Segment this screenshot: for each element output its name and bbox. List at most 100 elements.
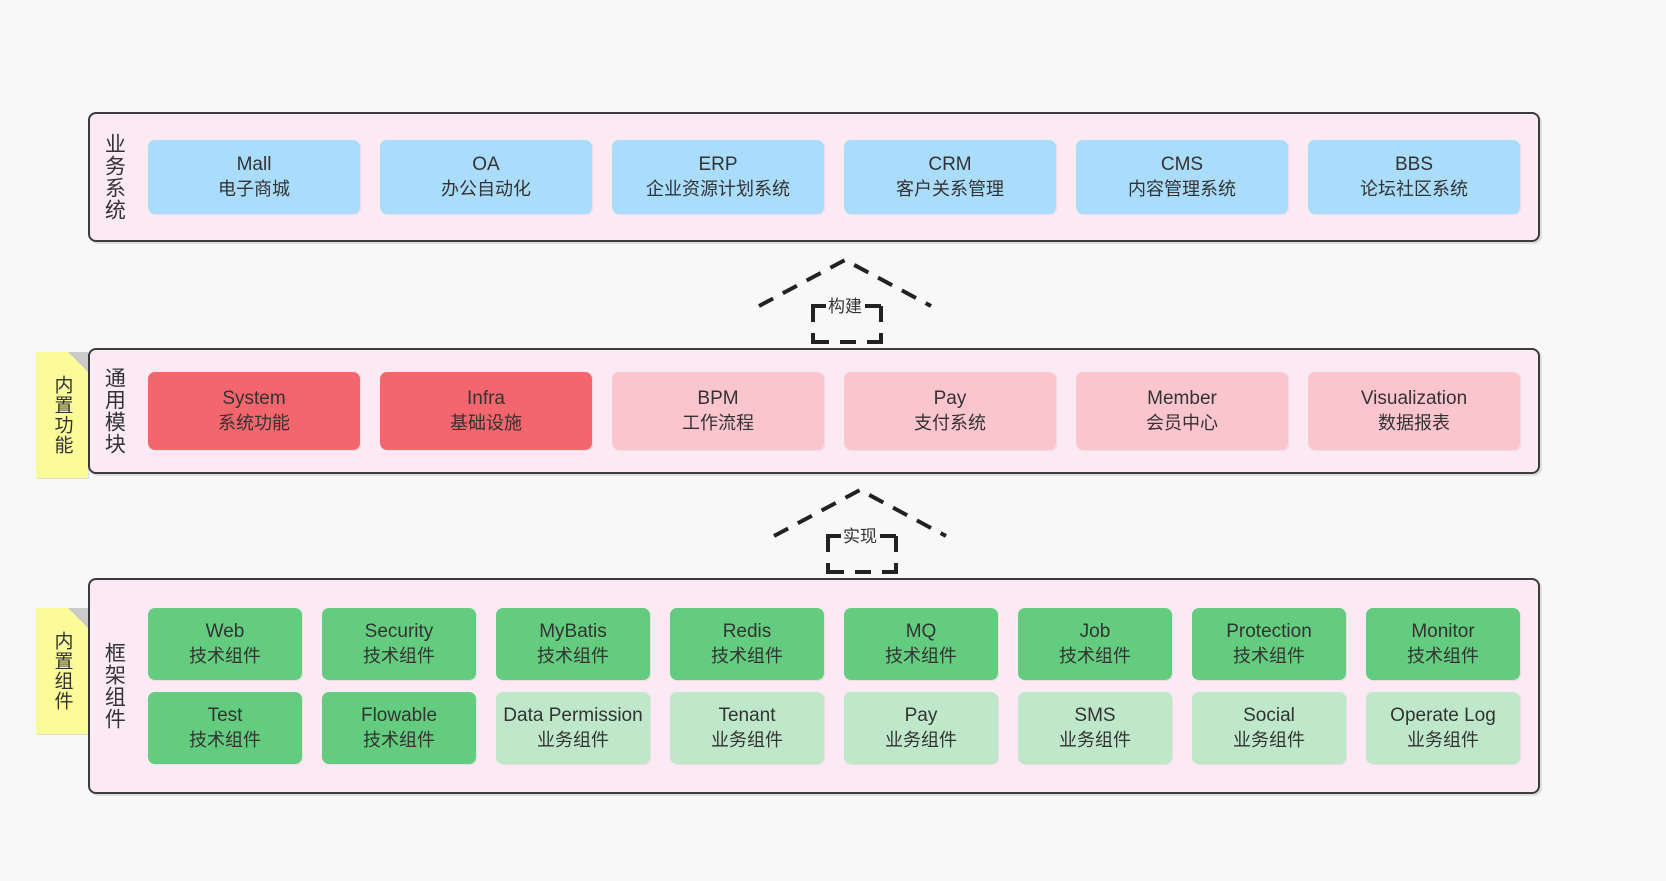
generalization-arrow-build: 构建 <box>755 256 935 344</box>
cell: Test 技术组件 <box>138 692 312 764</box>
component-name-en: Operate Log <box>1390 704 1496 726</box>
cell: Data Permission 业务组件 <box>486 692 660 764</box>
layer-body-business: Mall 电子商城 OA 办公自动化 ERP 企业资源计划系统 CRM <box>136 114 1538 240</box>
module-name-en: System <box>222 387 286 409</box>
module-name-en: Mall <box>236 153 272 175</box>
module-name-en: OA <box>472 153 500 175</box>
component-box-test[interactable]: Test 技术组件 <box>148 692 302 764</box>
component-name-en: MyBatis <box>539 620 607 642</box>
module-name-cn: 支付系统 <box>914 412 986 433</box>
layer-title-business: 业务系统 <box>102 133 126 221</box>
note-builtin-component[interactable]: 内置组件 <box>36 608 88 734</box>
note-fold-corner-icon <box>68 352 88 372</box>
layer-row: Mall 电子商城 OA 办公自动化 ERP 企业资源计划系统 CRM <box>138 140 1530 214</box>
cell: MyBatis 技术组件 <box>486 608 660 680</box>
component-box-sms[interactable]: SMS 业务组件 <box>1018 692 1172 764</box>
module-name-en: ERP <box>698 153 738 175</box>
generalization-arrow-realize: 实现 <box>770 486 950 574</box>
module-name-en: CRM <box>928 153 972 175</box>
cell: Pay 支付系统 <box>834 372 1066 450</box>
module-box-bpm[interactable]: BPM 工作流程 <box>612 372 824 450</box>
cell: Operate Log 业务组件 <box>1356 692 1530 764</box>
layer-body-framework: Web 技术组件 Security 技术组件 MyBatis 技术组件 Redi… <box>136 580 1538 792</box>
component-box-protection[interactable]: Protection 技术组件 <box>1192 608 1346 680</box>
cell: Social 业务组件 <box>1182 692 1356 764</box>
component-name-en: Job <box>1079 620 1111 642</box>
module-box-cms[interactable]: CMS 内容管理系统 <box>1076 140 1288 214</box>
cell: ERP 企业资源计划系统 <box>602 140 834 214</box>
module-box-visualization[interactable]: Visualization 数据报表 <box>1308 372 1520 450</box>
component-box-operate-log[interactable]: Operate Log 业务组件 <box>1366 692 1520 764</box>
component-box-job[interactable]: Job 技术组件 <box>1018 608 1172 680</box>
module-name-en: Pay <box>933 387 967 409</box>
component-type-cn: 业务组件 <box>1059 729 1131 750</box>
component-name-en: Pay <box>904 704 938 726</box>
cell: Mall 电子商城 <box>138 140 370 214</box>
component-type-cn: 技术组件 <box>711 645 783 666</box>
component-box-data-permission[interactable]: Data Permission 业务组件 <box>496 692 650 764</box>
cell: BBS 论坛社区系统 <box>1298 140 1530 214</box>
component-name-en: SMS <box>1074 704 1116 726</box>
layer-row: Web 技术组件 Security 技术组件 MyBatis 技术组件 Redi… <box>138 608 1530 680</box>
component-box-monitor[interactable]: Monitor 技术组件 <box>1366 608 1520 680</box>
module-box-member[interactable]: Member 会员中心 <box>1076 372 1288 450</box>
component-type-cn: 技术组件 <box>363 645 435 666</box>
component-box-mq[interactable]: MQ 技术组件 <box>844 608 998 680</box>
cell: Tenant 业务组件 <box>660 692 834 764</box>
module-box-oa[interactable]: OA 办公自动化 <box>380 140 592 214</box>
module-name-en: CMS <box>1160 153 1204 175</box>
cell: Flowable 技术组件 <box>312 692 486 764</box>
cell: Job 技术组件 <box>1008 608 1182 680</box>
module-name-en: Visualization <box>1360 387 1468 409</box>
module-name-en: BPM <box>697 387 739 409</box>
cell: Web 技术组件 <box>138 608 312 680</box>
module-box-mall[interactable]: Mall 电子商城 <box>148 140 360 214</box>
component-box-redis[interactable]: Redis 技术组件 <box>670 608 824 680</box>
component-box-social[interactable]: Social 业务组件 <box>1192 692 1346 764</box>
module-box-system[interactable]: System 系统功能 <box>148 372 360 450</box>
layer-title-framework: 框架组件 <box>102 642 126 730</box>
cell: Protection 技术组件 <box>1182 608 1356 680</box>
module-box-crm[interactable]: CRM 客户关系管理 <box>844 140 1056 214</box>
module-name-cn: 论坛社区系统 <box>1360 178 1468 199</box>
component-box-pay[interactable]: Pay 业务组件 <box>844 692 998 764</box>
cell: MQ 技术组件 <box>834 608 1008 680</box>
component-name-en: Monitor <box>1411 620 1475 642</box>
layer-body-common: System 系统功能 Infra 基础设施 BPM 工作流程 Pay <box>136 350 1538 472</box>
component-type-cn: 技术组件 <box>363 729 435 750</box>
component-type-cn: 业务组件 <box>711 729 783 750</box>
module-box-bbs[interactable]: BBS 论坛社区系统 <box>1308 140 1520 214</box>
arrow-label-build: 构建 <box>826 292 864 317</box>
module-box-pay[interactable]: Pay 支付系统 <box>844 372 1056 450</box>
module-name-cn: 企业资源计划系统 <box>646 178 790 199</box>
cell: OA 办公自动化 <box>370 140 602 214</box>
component-box-security[interactable]: Security 技术组件 <box>322 608 476 680</box>
component-type-cn: 技术组件 <box>885 645 957 666</box>
component-box-flowable[interactable]: Flowable 技术组件 <box>322 692 476 764</box>
layer-title-common: 通用模块 <box>102 367 126 455</box>
layer-common-modules: 通用模块 System 系统功能 Infra 基础设施 BPM 工作流程 <box>88 348 1540 474</box>
note-builtin-function[interactable]: 内置功能 <box>36 352 88 478</box>
module-box-erp[interactable]: ERP 企业资源计划系统 <box>612 140 824 214</box>
cell: CMS 内容管理系统 <box>1066 140 1298 214</box>
module-name-cn: 会员中心 <box>1146 412 1218 433</box>
component-box-tenant[interactable]: Tenant 业务组件 <box>670 692 824 764</box>
component-type-cn: 技术组件 <box>1059 645 1131 666</box>
component-box-web[interactable]: Web 技术组件 <box>148 608 302 680</box>
component-box-mybatis[interactable]: MyBatis 技术组件 <box>496 608 650 680</box>
module-name-cn: 基础设施 <box>450 412 522 433</box>
component-name-en: Flowable <box>360 704 438 726</box>
cell: Member 会员中心 <box>1066 372 1298 450</box>
cell: Security 技术组件 <box>312 608 486 680</box>
module-box-infra[interactable]: Infra 基础设施 <box>380 372 592 450</box>
component-type-cn: 业务组件 <box>537 729 609 750</box>
component-type-cn: 技术组件 <box>1407 645 1479 666</box>
cell: System 系统功能 <box>138 372 370 450</box>
note-fold-corner-icon <box>68 608 88 628</box>
module-name-en: BBS <box>1394 153 1434 175</box>
cell: CRM 客户关系管理 <box>834 140 1066 214</box>
cell: SMS 业务组件 <box>1008 692 1182 764</box>
note-label: 内置组件 <box>51 631 73 711</box>
cell: Pay 业务组件 <box>834 692 1008 764</box>
module-name-en: Infra <box>466 387 506 409</box>
